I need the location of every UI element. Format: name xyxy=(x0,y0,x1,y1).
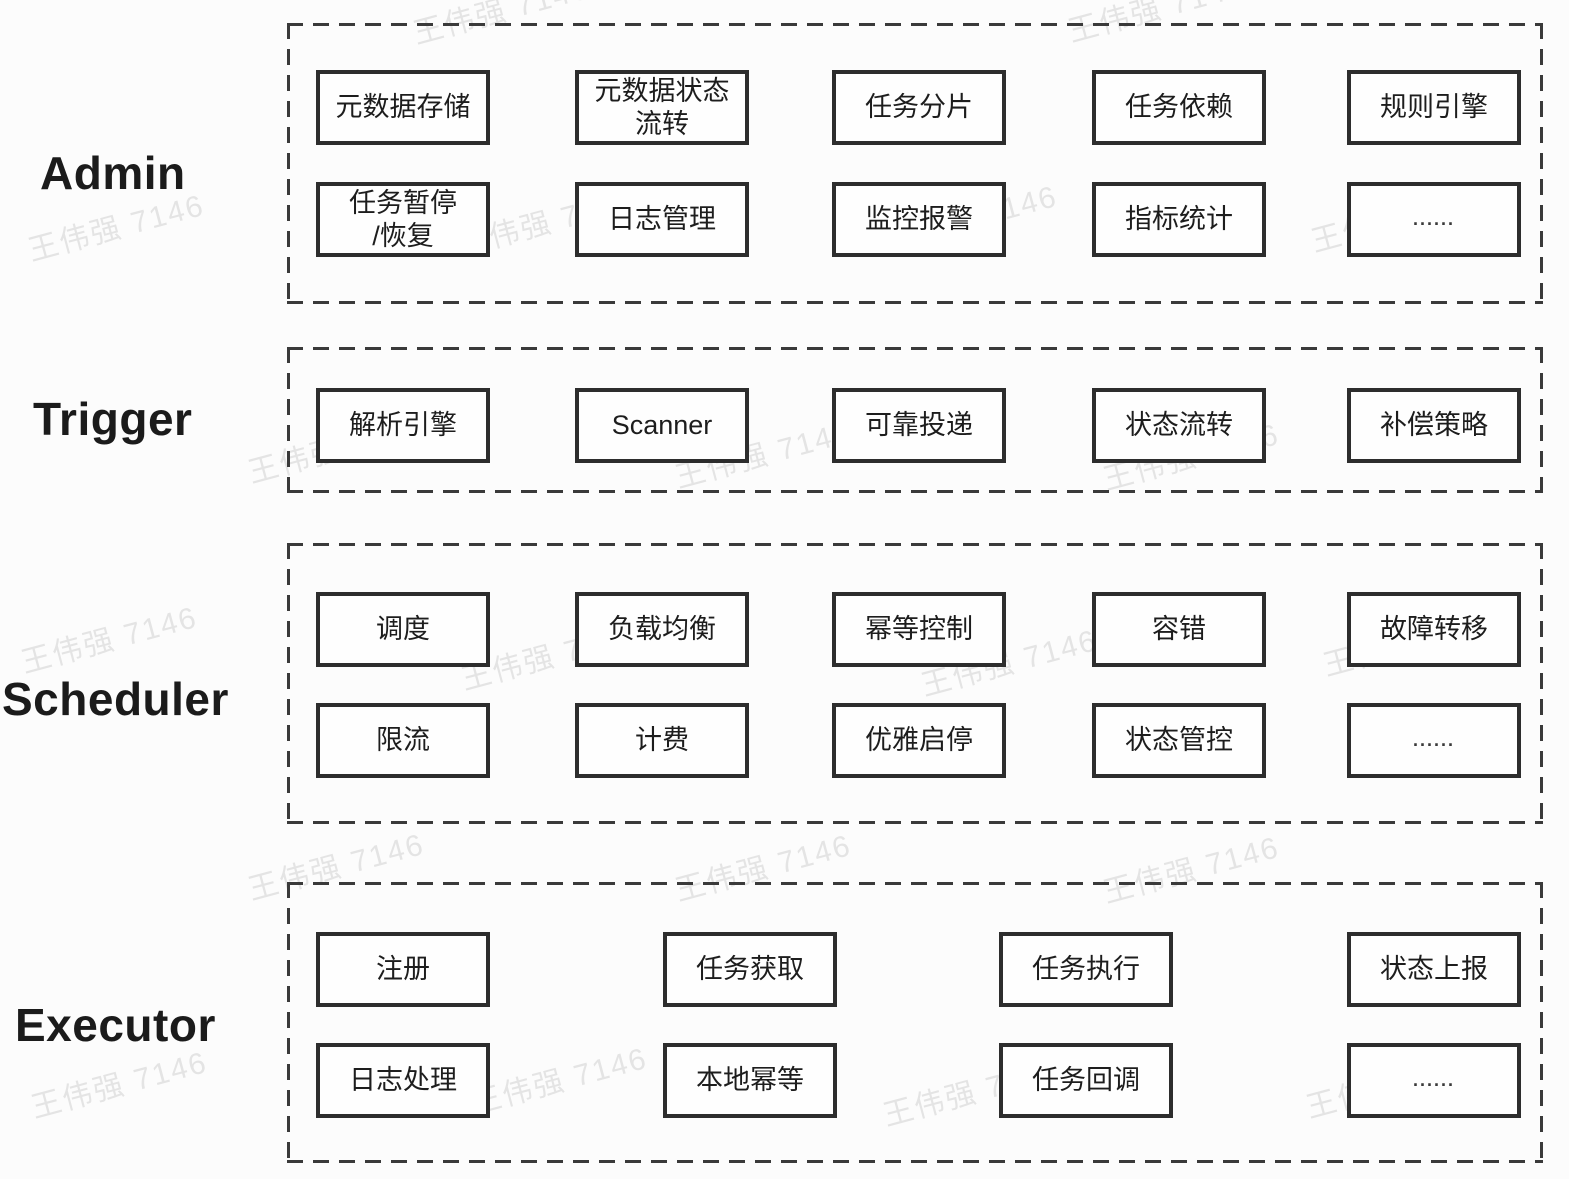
module-box: 任务依赖 xyxy=(1092,70,1266,145)
module-box: 本地幂等 xyxy=(663,1043,837,1118)
section-label-executor: Executor xyxy=(15,999,216,1051)
module-box: 状态上报 xyxy=(1347,932,1521,1007)
section-executor: 注册 任务获取 任务执行 状态上报 日志处理 本地幂等 任务回调 ...... xyxy=(287,882,1543,1163)
module-box-ellipsis: ...... xyxy=(1347,1043,1521,1118)
module-box: 日志管理 xyxy=(575,182,749,257)
module-box-ellipsis: ...... xyxy=(1347,703,1521,778)
module-box: 负载均衡 xyxy=(575,592,749,667)
module-box: 任务回调 xyxy=(999,1043,1173,1118)
section-label-admin: Admin xyxy=(40,147,186,199)
module-box: 元数据存储 xyxy=(316,70,490,145)
module-box: 日志处理 xyxy=(316,1043,490,1118)
module-box: 补偿策略 xyxy=(1347,388,1521,463)
module-box: 规则引擎 xyxy=(1347,70,1521,145)
module-box: 任务分片 xyxy=(832,70,1006,145)
module-box: 注册 xyxy=(316,932,490,1007)
module-box: 优雅启停 xyxy=(832,703,1006,778)
module-box: 状态管控 xyxy=(1092,703,1266,778)
module-box: 幂等控制 xyxy=(832,592,1006,667)
section-label-trigger: Trigger xyxy=(33,393,193,445)
module-box: 可靠投递 xyxy=(832,388,1006,463)
section-trigger: 解析引擎 Scanner 可靠投递 状态流转 补偿策略 xyxy=(287,347,1543,493)
module-box: 指标统计 xyxy=(1092,182,1266,257)
module-box-ellipsis: ...... xyxy=(1347,182,1521,257)
module-box: 故障转移 xyxy=(1347,592,1521,667)
section-scheduler: 调度 负载均衡 幂等控制 容错 故障转移 限流 计费 优雅启停 状态管控 ...… xyxy=(287,543,1543,824)
module-box: 监控报警 xyxy=(832,182,1006,257)
section-label-scheduler: Scheduler xyxy=(2,673,229,725)
section-admin: 元数据存储 元数据状态 流转 任务分片 任务依赖 规则引擎 任务暂停 /恢复 日… xyxy=(287,23,1543,304)
module-box: 任务暂停 /恢复 xyxy=(316,182,490,257)
module-box: Scanner xyxy=(575,388,749,463)
module-box: 任务执行 xyxy=(999,932,1173,1007)
module-box: 任务获取 xyxy=(663,932,837,1007)
watermark-text: 王伟强 7146 xyxy=(17,601,202,680)
module-box: 解析引擎 xyxy=(316,388,490,463)
module-box: 限流 xyxy=(316,703,490,778)
module-box: 元数据状态 流转 xyxy=(575,70,749,145)
module-box: 状态流转 xyxy=(1092,388,1266,463)
module-box: 计费 xyxy=(575,703,749,778)
module-box: 容错 xyxy=(1092,592,1266,667)
module-box: 调度 xyxy=(316,592,490,667)
